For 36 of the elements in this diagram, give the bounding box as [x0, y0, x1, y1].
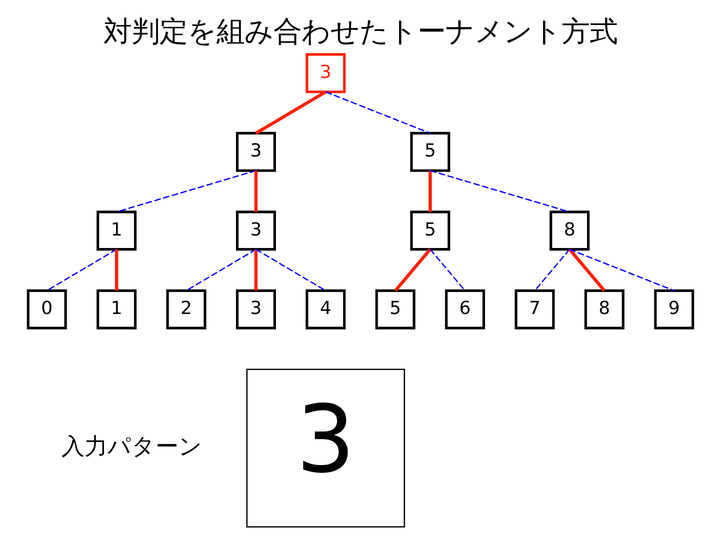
- node-box: 8: [584, 289, 624, 330]
- connector: [428, 170, 432, 212]
- diagram-title: 対判定を組み合わせたトーナメント方式: [103, 15, 617, 48]
- node-box: 2: [166, 289, 206, 330]
- connector: [254, 249, 258, 291]
- connector: [568, 248, 674, 292]
- connector: [255, 248, 326, 292]
- node-box: 5: [374, 289, 415, 330]
- connector: [185, 248, 256, 292]
- connector: [429, 248, 466, 292]
- node-box: 6: [444, 289, 485, 330]
- connector: [254, 170, 258, 212]
- connector: [534, 248, 570, 292]
- node-label: 入力パターン: [61, 432, 202, 460]
- connector: [324, 91, 430, 134]
- node-box: 9: [654, 289, 694, 330]
- node-box: 0: [26, 289, 66, 330]
- node-box: 3: [235, 132, 276, 172]
- node-box: 7: [514, 289, 554, 330]
- node-box: 4: [305, 289, 346, 330]
- node-box: 5: [410, 210, 450, 251]
- connector: [568, 248, 606, 292]
- node-box: 1: [96, 289, 136, 330]
- node-box: 1: [96, 210, 136, 251]
- connector: [394, 248, 431, 292]
- connector: [114, 249, 118, 291]
- connector: [46, 248, 116, 292]
- connector: [254, 90, 326, 135]
- node-box: 8: [549, 210, 590, 251]
- node-box: 3: [305, 53, 346, 94]
- node-box: 3: [235, 289, 276, 330]
- connector: [116, 170, 256, 213]
- node-box: 5: [410, 132, 450, 172]
- node-box: 3: [246, 368, 405, 528]
- connector: [430, 170, 570, 213]
- node-box: 3: [235, 210, 276, 251]
